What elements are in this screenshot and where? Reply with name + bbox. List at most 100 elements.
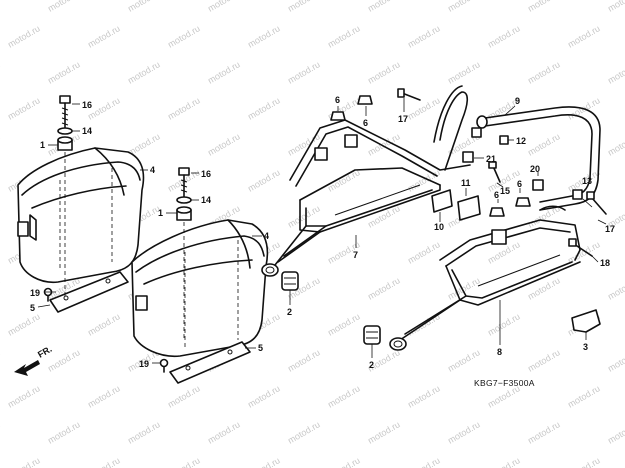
watermark-text: motod.ru [606, 59, 625, 85]
callout-5: 5 [258, 343, 263, 353]
watermark-text: motod.ru [526, 131, 562, 157]
watermark-text: motod.ru [246, 95, 282, 121]
callout-17: 17 [605, 224, 615, 234]
callout-3: 3 [583, 342, 588, 352]
watermark-text: motod.ru [406, 167, 442, 193]
watermark-text: motod.ru [46, 419, 82, 445]
watermark-text: motod.ru [486, 23, 522, 49]
watermark-text: motod.ru [406, 455, 442, 468]
direction-label: FR. [36, 344, 54, 360]
watermark-text: motod.ru [46, 0, 82, 14]
watermark-text: motod.ru [566, 383, 602, 409]
watermark-text: motod.ru [86, 23, 122, 49]
watermark-text: motod.ru [86, 383, 122, 409]
watermark-text: motod.ru [446, 419, 482, 445]
front-arrow-icon [14, 360, 40, 376]
watermark-text: motod.ru [206, 59, 242, 85]
watermark-text: motod.ru [406, 23, 442, 49]
watermark-text: motod.ru [406, 239, 442, 265]
watermark-text: motod.ru [286, 59, 322, 85]
callout-2: 2 [287, 307, 292, 317]
watermark-text: motod.ru [86, 455, 122, 468]
watermark-text: motod.ru [0, 0, 2, 14]
bracket-frame-lower [389, 205, 581, 351]
watermark-text: motod.ru [486, 311, 522, 337]
watermark-text: motod.ru [446, 59, 482, 85]
screw-19-right [159, 358, 169, 373]
watermark-text: motod.ru [526, 59, 562, 85]
bolt-stack-right [176, 167, 192, 340]
watermark-text: motod.ru [326, 383, 362, 409]
callout-6: 6 [517, 179, 522, 189]
watermark-text: motod.ru [0, 203, 2, 229]
watermark-text: motod.ru [126, 0, 162, 14]
watermark-text: motod.ru [606, 0, 625, 14]
callout-2: 2 [369, 360, 374, 370]
watermark-text: motod.ru [206, 131, 242, 157]
watermark-text: motod.ru [326, 311, 362, 337]
watermark-text: motod.ru [166, 455, 202, 468]
callout-13: 13 [582, 176, 592, 186]
callout-8: 8 [497, 347, 502, 357]
watermark-text: motod.ru [326, 167, 362, 193]
callout-4: 4 [150, 165, 155, 175]
watermark-text: motod.ru [206, 0, 242, 14]
diagram-code: KBG7−F3500A [474, 378, 535, 388]
watermark-text: motod.ru [286, 419, 322, 445]
watermark-text: motod.ru [206, 419, 242, 445]
watermark-text: motod.ru [126, 419, 162, 445]
watermark-text: motod.ru [166, 23, 202, 49]
callout-14: 14 [82, 126, 92, 136]
saddlebag-right [131, 219, 269, 358]
watermark-text: motod.ru [526, 275, 562, 301]
callout-19: 19 [30, 288, 40, 298]
mounting-plate-right [169, 341, 251, 384]
callout-12: 12 [516, 136, 526, 146]
watermark-text: motod.ru [566, 455, 602, 468]
callout-6: 6 [494, 190, 499, 200]
watermark-text: motod.ru [6, 23, 42, 49]
watermark-text: motod.ru [406, 383, 442, 409]
watermark-text: motod.ru [6, 311, 42, 337]
watermark-text: motod.ru [446, 347, 482, 373]
front-direction-indicator: FR. [14, 344, 54, 376]
watermark-text: motod.ru [606, 419, 625, 445]
watermark-text: motod.ru [526, 347, 562, 373]
callout-15: 15 [500, 186, 510, 196]
callouts: 16 14 1 4 19 5 16 14 1 4 5 19 2 2 7 8 3 … [30, 95, 615, 370]
watermark-text: motod.ru [366, 59, 402, 85]
watermark-text: motod.ru [246, 455, 282, 468]
callout-21: 21 [486, 154, 496, 164]
watermark-text: motod.ru [606, 275, 625, 301]
watermark-text: motod.ru [6, 95, 42, 121]
callout-16: 16 [201, 169, 211, 179]
watermark-text: motod.ru [0, 59, 2, 85]
watermark-text: motod.ru [606, 347, 625, 373]
watermark-text: motod.ru [166, 95, 202, 121]
saddlebag-left [17, 147, 145, 284]
callout-16: 16 [82, 100, 92, 110]
watermark-text: motod.ru [0, 131, 2, 157]
watermark-text: motod.ru [86, 311, 122, 337]
watermark-text: motod.ru [486, 455, 522, 468]
callout-11: 11 [461, 178, 471, 188]
watermark-text: motod.ru [366, 275, 402, 301]
watermark-text: motod.ru [166, 383, 202, 409]
callout-6: 6 [363, 118, 368, 128]
watermark-text: motod.ru [366, 203, 402, 229]
callout-7: 7 [353, 250, 358, 260]
watermark-text: motod.ru [0, 347, 2, 373]
callout-5: 5 [30, 303, 35, 313]
watermark-text: motod.ru [526, 419, 562, 445]
callout-10: 10 [434, 222, 444, 232]
mounting-plate-left [49, 271, 129, 313]
watermark-text: motod.ru [46, 59, 82, 85]
watermark-text: motod.ru [246, 23, 282, 49]
callout-1: 1 [40, 140, 45, 150]
watermark-text: motod.ru [566, 23, 602, 49]
watermark-text: motod.ru [366, 419, 402, 445]
callout-18: 18 [600, 258, 610, 268]
watermark-text: motod.ru [406, 95, 442, 121]
watermark-text: motod.ru [366, 0, 402, 14]
